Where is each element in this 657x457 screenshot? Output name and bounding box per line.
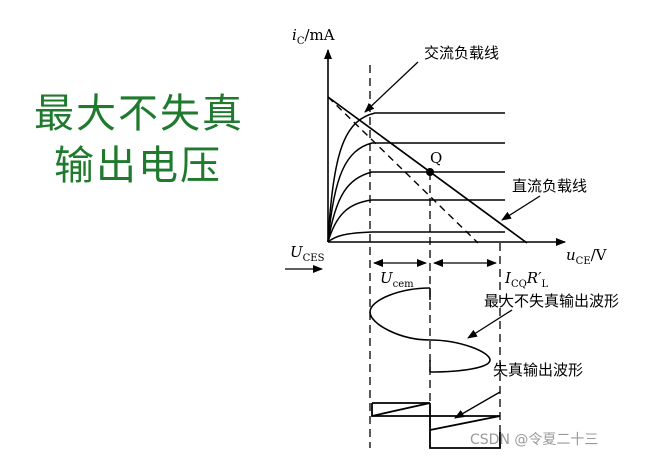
ac-load-line-label: 交流负载线 [424, 44, 499, 62]
distorted-waveform-label: 失真输出波形 [493, 361, 583, 379]
distorted-waveform-callout [454, 391, 501, 419]
characteristic-curve-4 [327, 142, 505, 243]
dc-load-line-label: 直流负载线 [512, 177, 587, 195]
characteristic-curve-2 [327, 199, 505, 243]
y-axis-label: iC/mA [292, 26, 335, 47]
watermark: CSDN @令夏二十三 [470, 432, 598, 448]
characteristic-curve-3 [327, 171, 505, 243]
ucem-label: Ucem [380, 269, 414, 290]
uces-label: UCES [290, 243, 325, 264]
max-waveform-callout [467, 309, 513, 339]
slide-title: 最大不失真 输出电压 [34, 88, 254, 192]
title-line-2: 输出电压 [54, 143, 222, 189]
icq-rl-label: ICQR′L [504, 269, 549, 290]
characteristic-curve-1 [327, 231, 505, 243]
distorted-slope-2 [429, 415, 501, 431]
dc-load-line-callout [501, 195, 541, 221]
ac-load-line-callout [364, 61, 419, 113]
q-point-label: Q [430, 149, 442, 167]
max-undistorted-waveform-label: 最大不失真输出波形 [484, 292, 619, 310]
dc-load-line [327, 96, 479, 244]
x-axis-label: uCE/V [566, 246, 608, 267]
max-undistorted-waveform [369, 287, 491, 373]
characteristic-curve-5 [327, 112, 505, 243]
title-line-1: 最大不失真 [34, 91, 244, 137]
distorted-slope-1 [371, 402, 431, 417]
